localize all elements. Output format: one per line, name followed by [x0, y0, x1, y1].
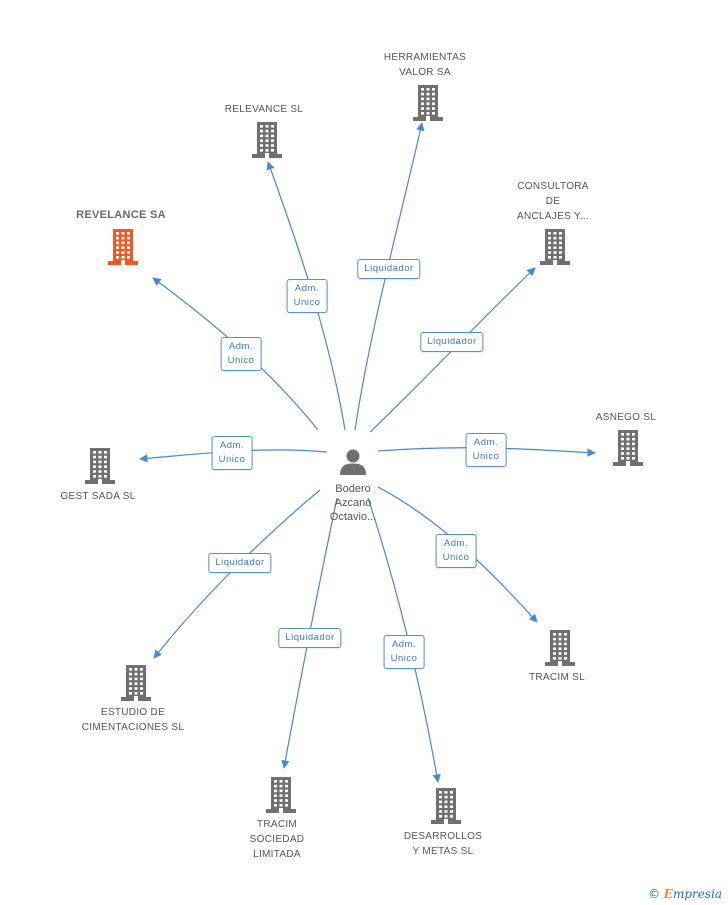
relation-label[interactable]: Adm. Unico — [211, 436, 253, 470]
relation-label[interactable]: Liquidador — [208, 553, 272, 573]
company-label-line: RELEVANCE SL — [224, 104, 304, 115]
company-label-line: HERRAMIENTAS — [383, 52, 467, 63]
company-label[interactable]: RELEVANCE SL — [225, 102, 303, 117]
company-label[interactable]: GEST SADA SL — [60, 489, 135, 504]
relation-label-line: Liquidador — [364, 263, 414, 274]
relation-label-line: Adm. — [443, 538, 469, 549]
person-icon — [340, 449, 366, 475]
relation-label-line: Unico — [218, 454, 246, 465]
relation-label-line: Adm. — [391, 639, 417, 650]
relation-label-line: Adm. — [294, 283, 320, 294]
building-icon — [413, 85, 443, 121]
building-icon — [613, 430, 643, 466]
company-label-line: DESARROLLOS — [403, 831, 483, 842]
company-label[interactable]: TRACIM SL — [529, 670, 585, 685]
relation-label-line: Liquidador — [427, 336, 477, 347]
relation-label[interactable]: Adm. Unico — [465, 433, 507, 467]
relation-label-line: Adm. — [219, 440, 245, 451]
relation-label[interactable]: Liquidador — [278, 628, 342, 648]
building-icon — [540, 229, 570, 265]
company-label[interactable]: HERRAMIENTAS VALOR SA — [384, 50, 466, 80]
company-label-line: CONSULTORA — [517, 181, 589, 192]
relation-edge-desarrollos-metas — [367, 497, 441, 783]
person-name: Bodero Azcano Octavio... — [330, 482, 376, 524]
building-icon — [108, 229, 138, 265]
company-label-line: DE — [545, 196, 561, 207]
building-icon — [121, 665, 151, 701]
relation-label-line: Adm. — [228, 341, 254, 352]
person-name-line: Azcano — [334, 497, 372, 509]
relation-label-line: Unico — [390, 653, 418, 664]
building-icon — [545, 630, 575, 666]
building-icon — [85, 448, 115, 484]
company-label-line: VALOR SA — [399, 67, 451, 78]
company-label-line: CIMENTACIONES SL — [81, 722, 185, 733]
relation-label-line: Unico — [293, 297, 321, 308]
brand-rest: mpresia — [672, 887, 722, 901]
company-label[interactable]: DESARROLLOS Y METAS SL — [404, 829, 482, 859]
relation-label-line: Liquidador — [215, 557, 265, 568]
relation-label-line: Adm. — [473, 437, 499, 448]
person-name-line: Bodero — [335, 483, 371, 495]
relation-label[interactable]: Adm. Unico — [286, 279, 328, 313]
building-icon — [266, 777, 296, 813]
relation-label-line: Unico — [227, 355, 255, 366]
relation-label[interactable]: Adm. Unico — [435, 534, 477, 568]
company-label-line: ASNEGO SL — [595, 412, 657, 423]
person-name-line: Octavio... — [329, 511, 377, 523]
company-label-line: TRACIM — [256, 819, 298, 830]
relation-label[interactable]: Liquidador — [357, 259, 421, 279]
company-label[interactable]: REVELANCE SA — [76, 208, 166, 223]
building-icon — [431, 788, 461, 824]
relation-label-line: Unico — [442, 552, 470, 563]
copyright-symbol: © — [647, 887, 660, 901]
company-label[interactable]: CONSULTORA DE ANCLAJES Y... — [517, 179, 589, 224]
company-label-line: GEST SADA SL — [60, 491, 136, 502]
company-label-line: Y METAS SL — [412, 846, 474, 857]
relation-label[interactable]: Adm. Unico — [383, 635, 425, 669]
company-label-line: REVELANCE SA — [76, 209, 166, 221]
brand-initial: E — [663, 887, 673, 901]
company-label[interactable]: ASNEGO SL — [596, 410, 657, 425]
company-label-line: ESTUDIO DE — [100, 707, 166, 718]
company-label-line: TRACIM SL — [528, 672, 586, 683]
relation-label-line: Liquidador — [285, 632, 335, 643]
company-label-line: LIMITADA — [253, 849, 301, 860]
building-icon — [252, 122, 282, 158]
company-label-line: SOCIEDAD — [249, 834, 305, 845]
company-label[interactable]: ESTUDIO DE CIMENTACIONES SL — [82, 705, 184, 735]
relation-label[interactable]: Liquidador — [420, 332, 484, 352]
relation-label-line: Unico — [472, 451, 500, 462]
company-label-line: ANCLAJES Y... — [517, 211, 589, 222]
relation-label[interactable]: Adm. Unico — [220, 337, 262, 371]
company-label[interactable]: TRACIM SOCIEDAD LIMITADA — [250, 817, 305, 862]
empresia-watermark[interactable]: © Empresia — [648, 887, 722, 901]
